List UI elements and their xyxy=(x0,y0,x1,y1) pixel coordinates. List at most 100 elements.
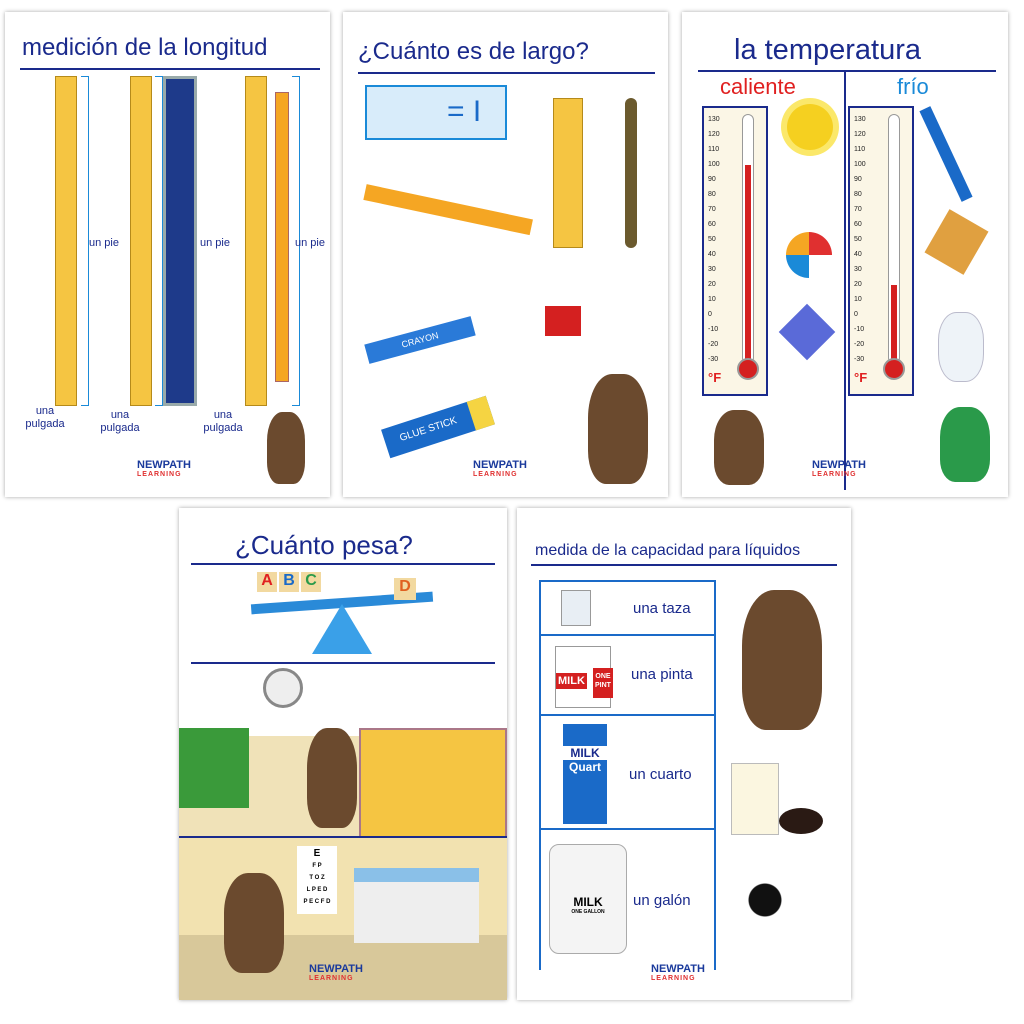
poster-title: la temperatura xyxy=(734,34,921,66)
bear-illustration xyxy=(940,407,990,482)
paperclip-equation-box: = I xyxy=(365,85,507,140)
exam-table xyxy=(354,868,479,943)
section-rule xyxy=(179,836,507,838)
beach-ball-icon xyxy=(786,232,832,278)
scale-tick: 70 xyxy=(854,206,862,213)
scale-tick: -30 xyxy=(708,356,719,363)
title-rule xyxy=(531,564,837,566)
pencil xyxy=(363,184,533,236)
ruler xyxy=(553,98,583,248)
checkout-counter xyxy=(359,728,507,838)
unit-label: °F xyxy=(708,370,722,385)
bear-illustration xyxy=(224,873,284,973)
crayon: CRAYON xyxy=(364,316,476,364)
sharpener xyxy=(545,306,581,336)
block-d: D xyxy=(394,578,416,600)
scale-tick: 100 xyxy=(708,161,720,168)
milk-text: MILK xyxy=(556,673,587,689)
row-label: una taza xyxy=(633,600,691,617)
poster-title: ¿Cuánto pesa? xyxy=(235,530,413,560)
bear-illustration xyxy=(307,728,357,828)
scale-tick: 60 xyxy=(854,221,862,228)
skis-icon xyxy=(919,106,973,202)
row-label: un cuarto xyxy=(629,766,692,783)
scale-tick: 10 xyxy=(854,296,862,303)
poster-title: medida de la capacidad para líquidos xyxy=(535,542,801,559)
table-row: MILK ONE PINT una pinta xyxy=(541,636,716,716)
row-label: un galón xyxy=(633,892,691,909)
section-rule xyxy=(191,662,495,664)
title-rule xyxy=(191,563,495,565)
bear-illustration xyxy=(588,374,648,484)
gallon-text: ONE GALLON xyxy=(571,909,605,915)
poster-title: ¿Cuánto es de largo? xyxy=(358,38,589,65)
foot-bracket xyxy=(81,76,89,406)
table-row: una taza xyxy=(541,582,716,636)
sled-icon xyxy=(924,209,989,275)
scale-base xyxy=(312,604,372,654)
glue-stick: GLUE STICK xyxy=(381,395,495,459)
scale-tick: 80 xyxy=(708,191,716,198)
ruler xyxy=(245,76,267,406)
cookies xyxy=(779,808,823,834)
eye-chart-line: F P xyxy=(312,863,322,869)
bear-illustration xyxy=(714,410,764,485)
eye-chart-line: T O Z xyxy=(309,875,325,881)
poster-title: medición de la longitud xyxy=(22,34,268,61)
produce-stand xyxy=(179,728,249,808)
cow-illustration xyxy=(717,848,837,978)
milk-text: MILK xyxy=(563,746,607,760)
foot-label: un pie xyxy=(89,237,119,249)
title-rule xyxy=(358,72,655,74)
scale-tick: 50 xyxy=(854,236,862,243)
snowman-icon xyxy=(938,312,984,382)
scale-tick: 130 xyxy=(708,116,720,123)
divider xyxy=(844,70,846,490)
scale-tick: 70 xyxy=(708,206,716,213)
scale-tick: 0 xyxy=(708,311,712,318)
unit-label: °F xyxy=(854,370,868,385)
scale-tick: 20 xyxy=(708,281,716,288)
thermometer-bulb xyxy=(737,358,759,380)
inch-label: una pulgada xyxy=(203,409,243,434)
scale-tick: 20 xyxy=(854,281,862,288)
inch-label: una pulgada xyxy=(25,405,65,430)
block-a: A xyxy=(257,572,277,592)
scale-tick: 50 xyxy=(708,236,716,243)
milk-text: MILK xyxy=(573,895,603,909)
scale-tick: 110 xyxy=(708,146,720,153)
foot-label: un pie xyxy=(295,237,325,249)
hanging-scale xyxy=(263,668,303,708)
bear-illustration xyxy=(742,590,822,730)
quart-text: Quart xyxy=(568,760,601,774)
mercury-level xyxy=(745,165,751,366)
scale-tick: -30 xyxy=(854,356,865,363)
row-label: una pinta xyxy=(631,666,693,683)
scale-tick: 100 xyxy=(854,161,866,168)
scale-tick: 120 xyxy=(854,131,866,138)
bear-illustration xyxy=(267,412,305,484)
scale-tick: 30 xyxy=(708,266,716,273)
scale-tick: 40 xyxy=(708,251,716,258)
kite-icon xyxy=(778,303,836,361)
doctor-office-scene: E F P T O Z L P E D P E C F D xyxy=(179,838,507,1000)
scale-tick: -10 xyxy=(708,326,719,333)
scale-tick: 130 xyxy=(854,116,866,123)
foot-bracket xyxy=(292,76,300,406)
pencil xyxy=(275,92,289,382)
letter-blocks: A B C xyxy=(257,572,321,592)
scale-tick: 120 xyxy=(708,131,720,138)
foot-bracket xyxy=(155,76,163,406)
measuring-cup-icon xyxy=(561,590,591,626)
foot-label: un pie xyxy=(200,237,230,249)
cold-label: frío xyxy=(897,74,929,99)
zipper xyxy=(163,76,197,406)
